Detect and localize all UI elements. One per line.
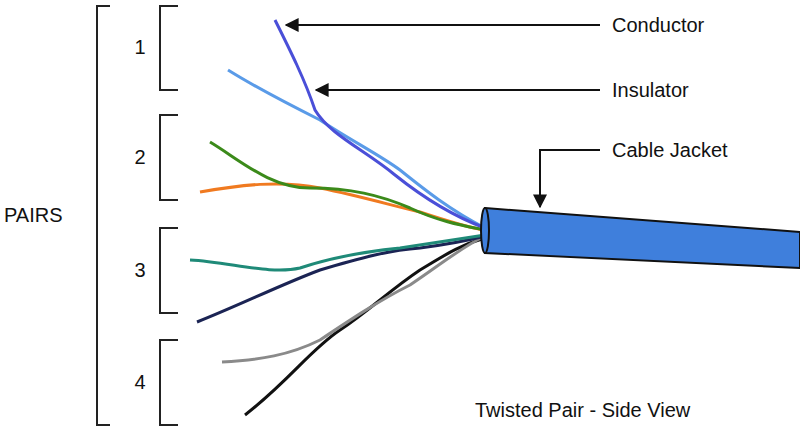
axis-label: PAIRS (4, 204, 63, 226)
wire (190, 235, 485, 270)
cable-jacket (485, 208, 800, 268)
pairs-bracket (97, 6, 110, 425)
part-label: Cable Jacket (612, 139, 728, 161)
wire (210, 142, 485, 230)
pair-bracket (160, 228, 178, 313)
leader-arrow (286, 24, 600, 26)
pair-bracket (160, 340, 178, 425)
cable-jacket-end (481, 208, 489, 253)
callout-number: 3 (134, 259, 145, 281)
part-label: Insulator (612, 79, 689, 101)
caption: Twisted Pair - Side View (475, 399, 690, 421)
leader-arrow (540, 150, 600, 207)
pair-bracket (160, 6, 178, 90)
wire (197, 236, 485, 322)
pair-bracket (160, 115, 178, 200)
part-label: Conductor (612, 14, 704, 36)
wire (245, 238, 485, 415)
leader-arrow (316, 89, 600, 91)
wire (275, 20, 485, 228)
callout-number: 1 (134, 36, 145, 58)
callout-number: 2 (134, 146, 145, 168)
callout-number: 4 (134, 371, 145, 393)
